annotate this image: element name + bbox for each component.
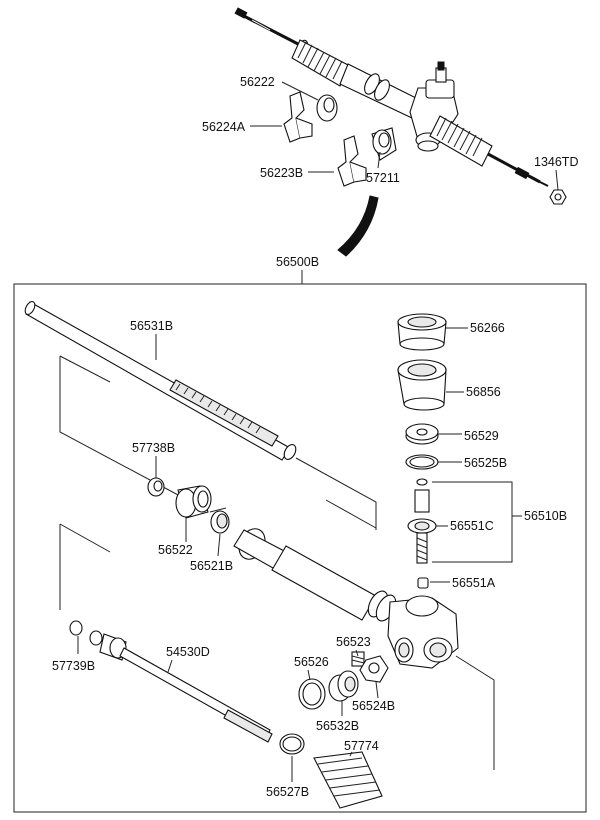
label-56524b: 56524B — [352, 699, 395, 713]
oring-56525b — [405, 454, 439, 470]
label-1346td: 1346TD — [534, 155, 578, 169]
yoke-56856 — [397, 359, 447, 411]
nut-1346td — [549, 189, 567, 205]
locknut-56532b — [328, 670, 359, 702]
label-56523: 56523 — [336, 635, 371, 649]
label-56551a: 56551A — [452, 576, 496, 590]
label-56526: 56526 — [294, 655, 329, 669]
label-56527b: 56527B — [266, 785, 309, 799]
cap-56266 — [397, 313, 447, 351]
clip-56527b — [279, 733, 305, 755]
bushing-57738b — [147, 477, 165, 497]
label-56522: 56522 — [158, 543, 193, 557]
clamp-56223b — [337, 135, 367, 187]
assembly-frame — [13, 270, 587, 813]
bushing-56222 — [316, 94, 338, 122]
bushing-56522 — [175, 485, 212, 519]
rack-56531b — [24, 300, 297, 461]
gear-housing — [233, 528, 459, 669]
label-56525b: 56525B — [464, 456, 507, 470]
ring-56521b — [209, 507, 230, 534]
label-56510b: 56510B — [524, 509, 567, 523]
direction-arrow — [337, 195, 379, 257]
label-56223b: 56223B — [260, 166, 303, 180]
label-57211: 57211 — [366, 171, 400, 185]
plug-56523 — [351, 651, 365, 667]
clip-56526 — [298, 678, 326, 710]
label-57738b: 57738B — [132, 441, 175, 455]
boot-57774 — [313, 751, 383, 809]
label-56500b: 56500B — [276, 255, 319, 269]
pinion-56551c — [407, 478, 437, 589]
label-57774: 57774 — [344, 739, 379, 753]
nut-56524b — [359, 655, 389, 683]
label-56222: 56222 — [240, 75, 275, 89]
bushing-57211 — [371, 127, 397, 161]
tie-rod-54530d — [69, 620, 273, 743]
label-54530d: 54530D — [166, 645, 210, 659]
label-56532b: 56532B — [316, 719, 359, 733]
label-56529: 56529 — [464, 429, 499, 443]
steering-gear-assembly-drawing — [234, 7, 567, 205]
clamp-56224a — [283, 91, 313, 143]
label-56224a: 56224A — [202, 120, 246, 134]
label-56521b: 56521B — [190, 559, 233, 573]
label-57739b: 57739B — [52, 659, 95, 673]
label-56856: 56856 — [466, 385, 501, 399]
label-56266: 56266 — [470, 321, 505, 335]
spring-56529 — [405, 423, 439, 445]
label-56531b: 56531B — [130, 319, 173, 333]
label-56551c: 56551C — [450, 519, 494, 533]
